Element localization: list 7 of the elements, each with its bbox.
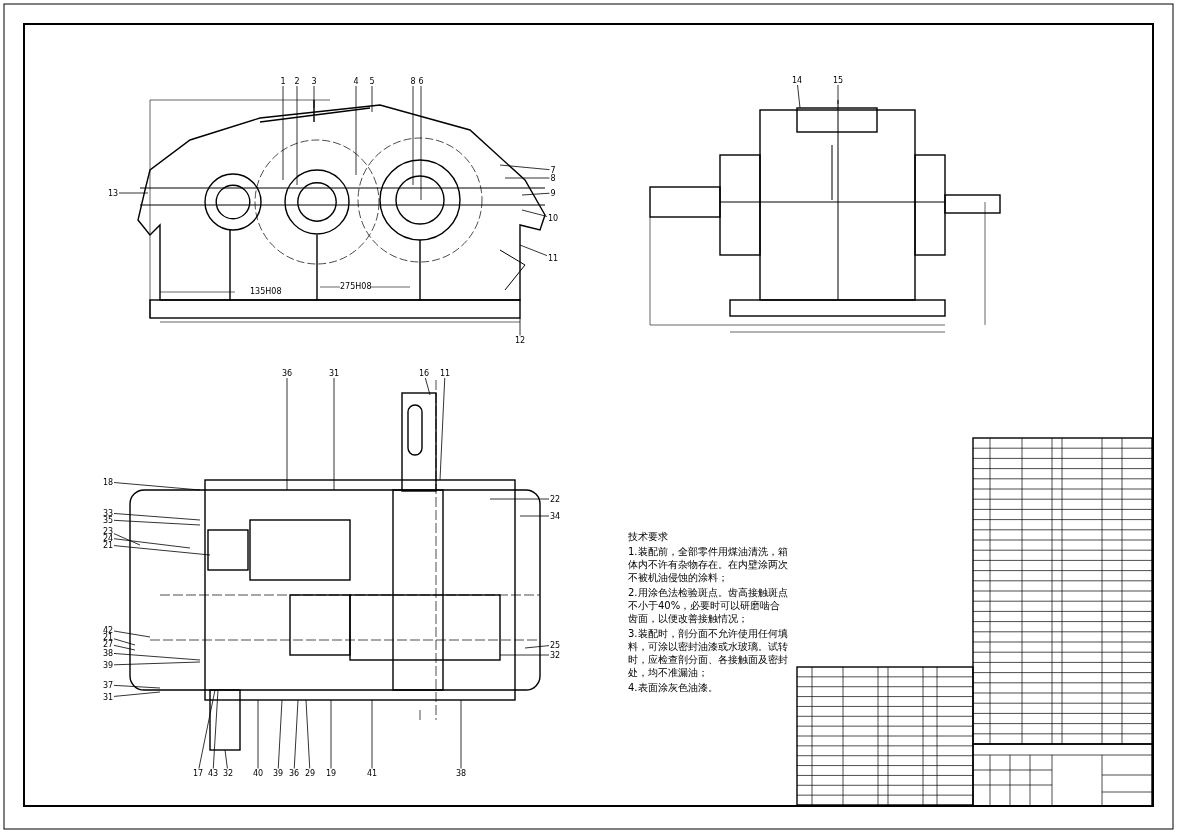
note-text: 3.装配时，剖分面不允许使用任何填料，可涂以密封油漆或水玻璃。试转时，应检查剖分面、各接触面及密封处，均不准漏油；	[628, 627, 788, 679]
dimension-value: 275H08	[340, 282, 372, 291]
note-text: 1.装配前，全部零件用煤油清洗，箱体内不许有杂物存在。在内壁涂两次不被机油侵蚀的涂料；	[628, 545, 788, 584]
dimension-value: 135H08	[250, 287, 282, 296]
note-text: 2.用涂色法检验斑点。齿高接触斑点不小于40%，必要时可以研磨啮合齿面，以便改善接触情况；	[628, 586, 788, 625]
notes-heading: 技术要求	[628, 530, 669, 543]
note-text: 4.表面涂灰色油漆。	[628, 681, 719, 694]
